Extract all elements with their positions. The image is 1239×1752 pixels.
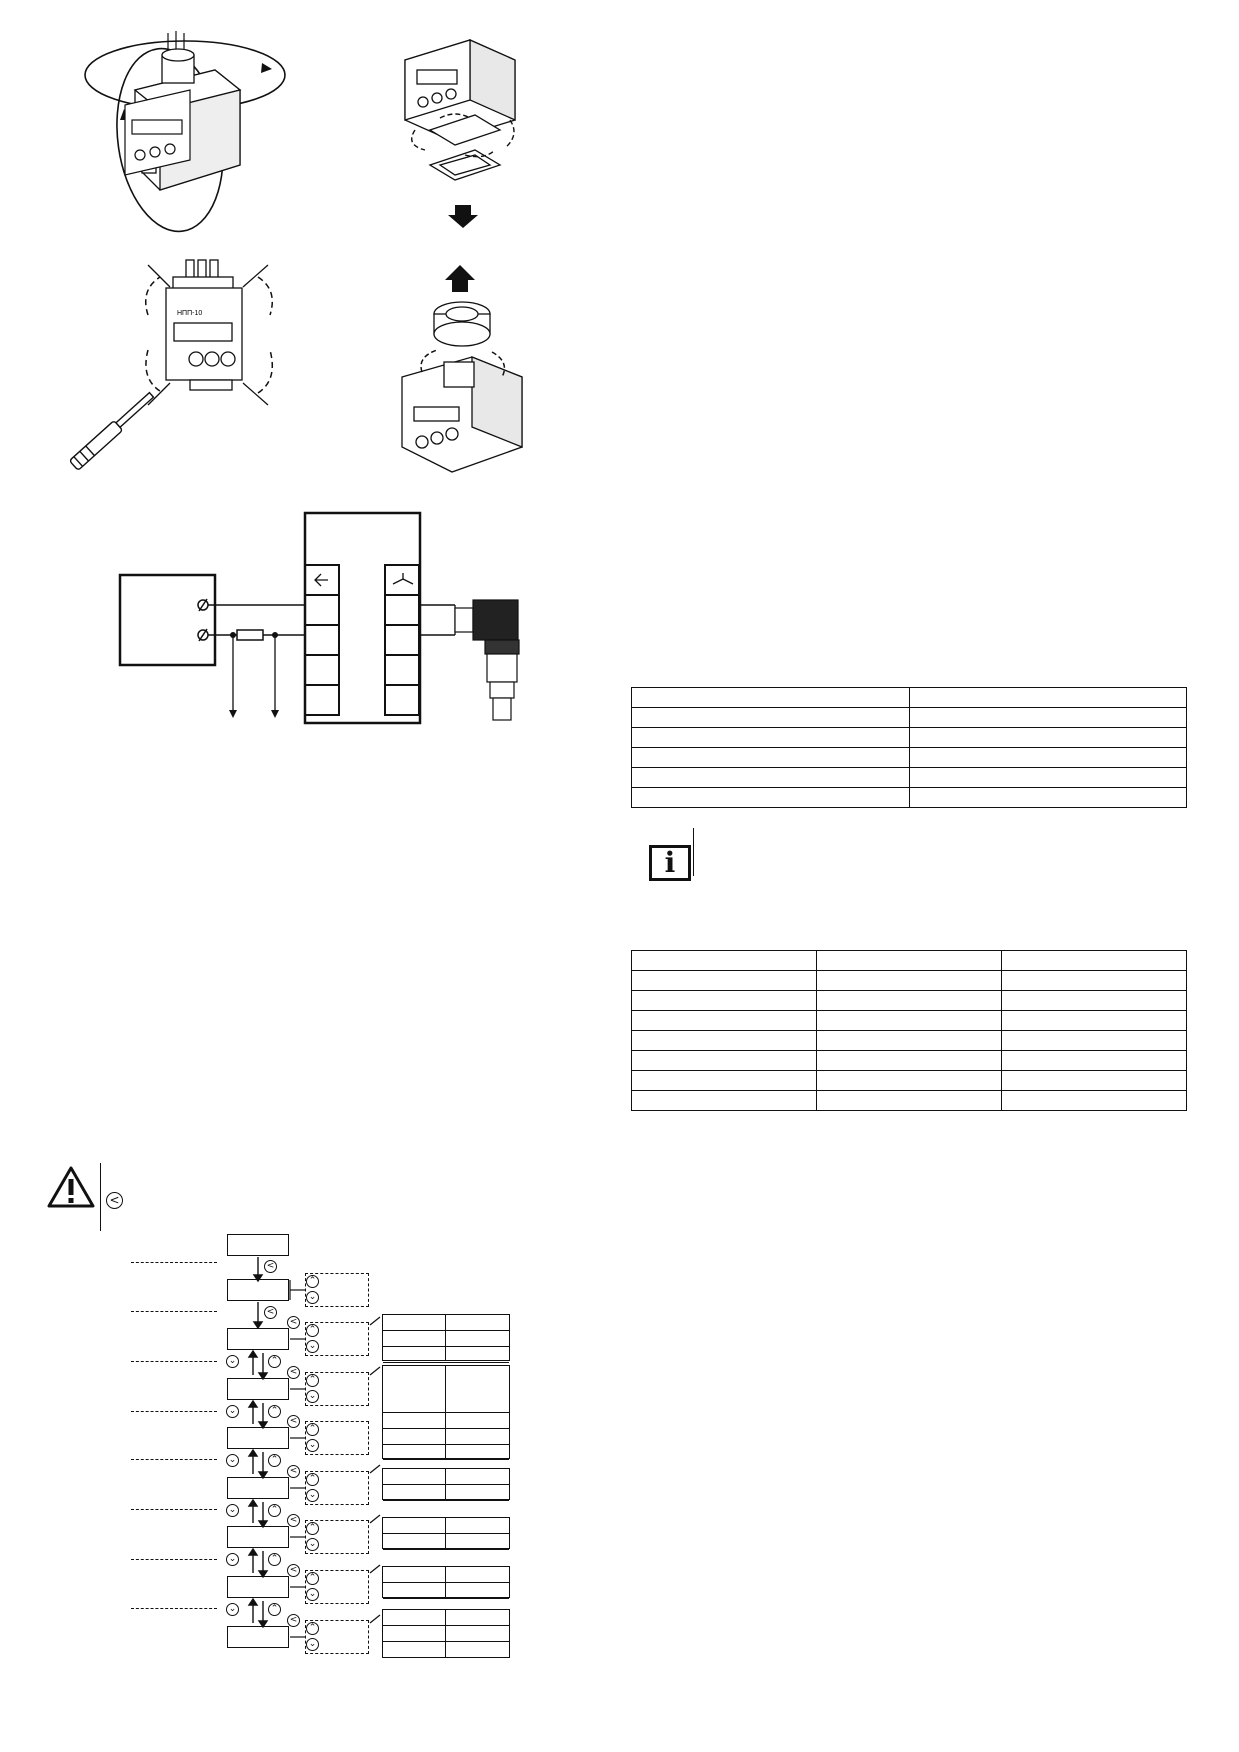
figure-device-rotation — [84, 31, 286, 233]
up-button-icon: ⌃ — [268, 1504, 281, 1517]
down-button-icon: ⌄ — [306, 1291, 319, 1304]
up-button-icon: ⌃ — [268, 1603, 281, 1616]
submenu-box — [305, 1273, 369, 1307]
enter-button-icon: < — [106, 1192, 123, 1209]
up-button-icon: ⌃ — [306, 1324, 319, 1337]
parameter-table — [382, 1517, 510, 1550]
leader-line — [131, 1559, 217, 1560]
leader-line — [131, 1509, 217, 1510]
menu-box — [227, 1626, 289, 1648]
table-row — [631, 707, 1187, 728]
enter-button-icon: < — [287, 1415, 300, 1428]
table-row — [631, 787, 1187, 808]
leader-line — [131, 1459, 217, 1460]
down-button-icon: ⌄ — [306, 1489, 319, 1502]
parameter-table — [382, 1365, 510, 1460]
table-2 — [631, 950, 1187, 1111]
enter-button-icon: < — [264, 1306, 277, 1319]
down-button-icon: ⌄ — [226, 1553, 239, 1566]
leader-line — [131, 1608, 217, 1609]
table-row — [631, 747, 1187, 768]
up-button-icon: ⌃ — [306, 1622, 319, 1635]
down-button-icon: ⌄ — [306, 1638, 319, 1651]
info-icon: i — [649, 845, 691, 881]
enter-button-icon: < — [287, 1514, 300, 1527]
up-button-icon: ⌃ — [268, 1553, 281, 1566]
menu-flow-connectors — [247, 1257, 381, 1638]
menu-box — [227, 1378, 289, 1400]
table-row — [631, 970, 1187, 991]
figure-device-nut-removal — [401, 265, 523, 473]
table-row — [631, 1090, 1187, 1111]
table-row — [631, 1070, 1187, 1091]
up-button-icon: ⌃ — [306, 1572, 319, 1585]
table-row — [631, 727, 1187, 748]
up-button-icon: ⌃ — [306, 1374, 319, 1387]
up-button-icon: ⌃ — [306, 1473, 319, 1486]
up-button-icon: ⌃ — [306, 1275, 319, 1288]
down-button-icon: ⌄ — [306, 1439, 319, 1452]
enter-button-icon: < — [287, 1614, 300, 1627]
warning-divider — [100, 1163, 101, 1231]
leader-line — [131, 1311, 217, 1312]
down-button-icon: ⌄ — [226, 1355, 239, 1368]
figure-front-panel-screwdriver: НПП-10 — [69, 259, 273, 470]
up-button-icon: ⌃ — [306, 1423, 319, 1436]
up-button-icon: ⌃ — [268, 1405, 281, 1418]
submenu-box — [305, 1520, 369, 1554]
down-button-icon: ⌄ — [306, 1588, 319, 1601]
down-button-icon: ⌄ — [226, 1454, 239, 1467]
leader-line — [131, 1411, 217, 1412]
up-button-icon: ⌃ — [268, 1454, 281, 1467]
menu-box — [227, 1576, 289, 1598]
down-button-icon: ⌄ — [306, 1538, 319, 1551]
table-1 — [631, 687, 1187, 808]
down-button-icon: ⌄ — [226, 1603, 239, 1616]
up-button-icon: ⌃ — [268, 1355, 281, 1368]
table-row — [631, 687, 1187, 708]
table-row — [631, 950, 1187, 971]
menu-box — [227, 1477, 289, 1499]
table-row — [631, 767, 1187, 788]
table-row — [631, 1010, 1187, 1031]
down-button-icon: ⌄ — [226, 1504, 239, 1517]
down-button-icon: ⌄ — [306, 1390, 319, 1403]
info-divider — [693, 828, 694, 876]
menu-box — [227, 1234, 289, 1256]
up-button-icon: ⌃ — [306, 1522, 319, 1535]
leader-line — [131, 1262, 217, 1263]
table-row — [631, 990, 1187, 1011]
menu-box — [227, 1427, 289, 1449]
submenu-box — [305, 1322, 369, 1356]
parameter-table — [382, 1566, 510, 1599]
submenu-box — [305, 1372, 369, 1406]
down-button-icon: ⌄ — [306, 1340, 319, 1353]
submenu-box — [305, 1471, 369, 1505]
enter-button-icon: < — [264, 1260, 277, 1273]
figure-device-disassembly-bottom — [404, 38, 516, 228]
enter-button-icon: < — [287, 1366, 300, 1379]
parameter-table — [382, 1468, 510, 1501]
enter-button-icon: < — [287, 1564, 300, 1577]
device-model-label: НПП-10 — [177, 310, 202, 317]
parameter-table — [382, 1609, 510, 1658]
warning-icon — [47, 1166, 95, 1208]
leader-line — [131, 1361, 217, 1362]
down-button-icon: ⌄ — [226, 1405, 239, 1418]
enter-button-icon: < — [287, 1316, 300, 1329]
table-row — [631, 1030, 1187, 1051]
submenu-box — [305, 1570, 369, 1604]
table-row — [631, 1050, 1187, 1071]
enter-button-icon: < — [287, 1465, 300, 1478]
menu-box — [227, 1526, 289, 1548]
submenu-box — [305, 1421, 369, 1455]
figure-wiring-diagram — [118, 511, 520, 725]
submenu-box — [305, 1620, 369, 1654]
parameter-table — [382, 1314, 510, 1363]
